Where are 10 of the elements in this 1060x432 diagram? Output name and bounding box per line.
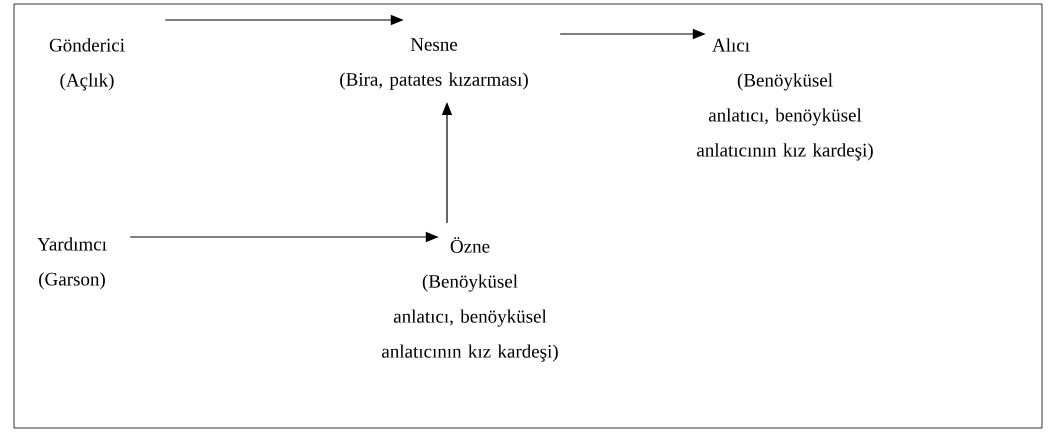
node-label: Gönderici: [49, 38, 125, 52]
node-label: (Garson): [39, 272, 105, 290]
node-label: Özne: [450, 237, 490, 253]
node-label: (Açlık): [60, 73, 114, 91]
node-label: (Benöyküsel anlatıcı, benöyküsel anlatıcının kız kardeşi): [382, 274, 558, 362]
node-label: Alıcı: [712, 38, 750, 52]
node-label: Nesne: [410, 38, 458, 51]
node-label: Yardımcı: [37, 237, 107, 251]
node-label: (Benöyküsel anlatıcı, benöyküsel anlatıcının kız kardeşi): [697, 73, 873, 161]
node-label: (Bira, patates kızarması): [340, 72, 528, 90]
